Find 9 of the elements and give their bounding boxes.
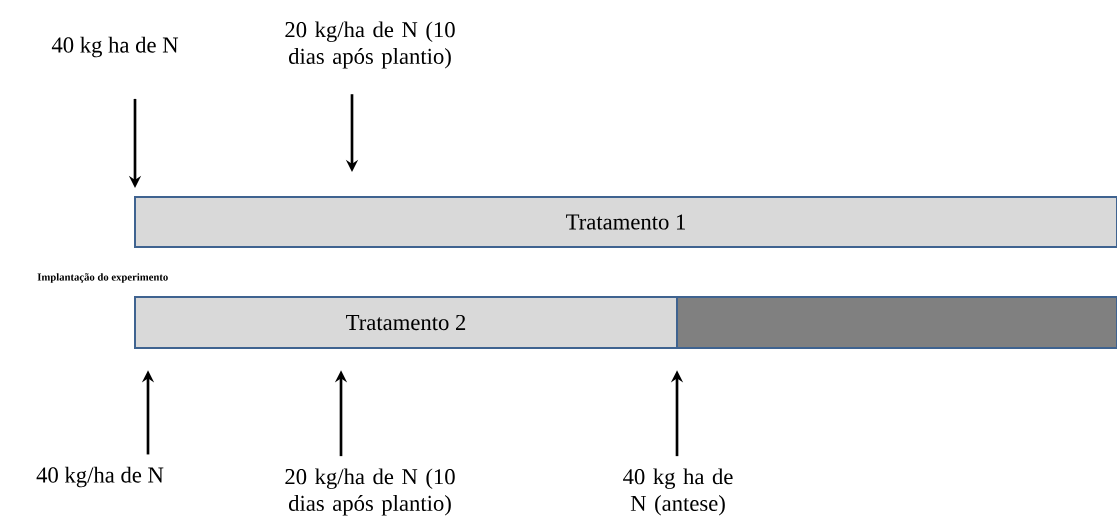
annotation-text: 40 kg ha de N (antese) — [623, 468, 733, 516]
annotation-text: Implantação do experimento — [37, 273, 168, 283]
treatment-bar: Tratamento 2 — [134, 296, 678, 349]
annotation-text: 40 kg ha de N — [51, 36, 179, 58]
annotation-text: 40 kg/ha de N — [36, 466, 164, 488]
annotation-text: 20 kg/ha de N (10 dias após plantio) — [285, 468, 455, 516]
period-bar — [676, 296, 1117, 349]
treatment-bar: Tratamento 1 — [134, 196, 1117, 248]
annotation-text: 20 kg/ha de N (10 dias após plantio) — [285, 21, 455, 69]
